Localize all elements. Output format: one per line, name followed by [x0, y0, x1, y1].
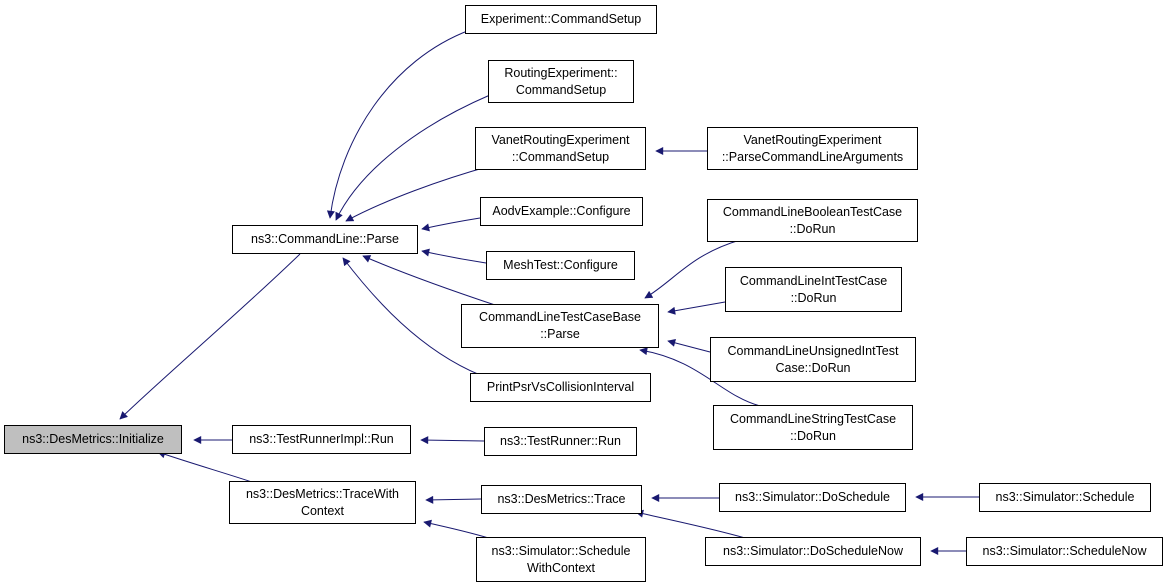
- node-label-line: CommandLineUnsignedIntTest: [727, 343, 899, 358]
- node-label-line: CommandSetup: [515, 82, 607, 97]
- node-simulator-schedulenow[interactable]: ns3::Simulator::ScheduleNow: [966, 537, 1163, 566]
- edge-clBoolTest-to-clTestCaseBaseParse: [644, 239, 741, 299]
- edge-printPsr-to-clParse: [342, 257, 481, 376]
- node-aodv-configure[interactable]: AodvExample::Configure: [480, 197, 643, 226]
- node-label-line: ::ParseCommandLineArguments: [721, 149, 904, 164]
- node-label-line: Experiment::CommandSetup: [480, 12, 642, 26]
- edge-traceWithContext-to-initialize: [157, 450, 256, 484]
- node-stringtestcase-dorun[interactable]: CommandLineStringTestCase::DoRun: [713, 405, 913, 450]
- node-label-line: ns3::Simulator::Schedule: [491, 543, 631, 558]
- node-routingexperiment-commandsetup[interactable]: RoutingExperiment::CommandSetup: [488, 60, 634, 103]
- node-testrunnerimpl-run[interactable]: ns3::TestRunnerImpl::Run: [232, 425, 411, 454]
- edge-meshConfigure-to-clParse: [421, 248, 487, 264]
- node-label-line: ::Parse: [540, 327, 580, 341]
- edge-testRunnerRun-to-testRunnerImplRun: [420, 436, 485, 445]
- node-vanet-parsecommandlinearguments[interactable]: VanetRoutingExperiment::ParseCommandLine…: [707, 127, 918, 170]
- node-commandlinetestcasebase-parse[interactable]: CommandLineTestCaseBase::Parse: [461, 304, 659, 348]
- node-label-line: ns3::Simulator::DoSchedule: [735, 490, 890, 504]
- node-label-line: ::CommandSetup: [511, 149, 610, 164]
- node-commandline-parse[interactable]: ns3::CommandLine::Parse: [232, 225, 418, 254]
- edge-clTestCaseBaseParse-to-clParse: [362, 255, 496, 306]
- edge-clUnsignedTest-to-clTestCaseBaseParse: [667, 338, 711, 353]
- node-label-line: WithContext: [526, 560, 596, 575]
- node-label-line: Case::DoRun: [775, 360, 851, 375]
- node-label-line: CommandLineBooleanTestCase: [722, 204, 903, 219]
- node-label-line: PrintPsrVsCollisionInterval: [486, 380, 635, 394]
- node-label-line: Context: [300, 503, 345, 518]
- node-label-line: ::DoRun: [789, 221, 836, 236]
- edge-clParse-to-initialize: [119, 253, 301, 420]
- node-label-line: CommandLineStringTestCase: [729, 411, 897, 426]
- edge-aodvConfigure-to-clParse: [421, 217, 481, 232]
- node-label-line: ns3::TestRunner::Run: [500, 434, 621, 448]
- edge-routingExp-to-clParse: [335, 94, 491, 221]
- node-label-line: ns3::DesMetrics::TraceWith: [245, 486, 400, 501]
- node-label-line: ::DoRun: [790, 428, 836, 443]
- node-label-line: ns3::CommandLine::Parse: [251, 232, 399, 246]
- node-desmetrics-trace[interactable]: ns3::DesMetrics::Trace: [481, 485, 642, 514]
- node-testrunner-run[interactable]: ns3::TestRunner::Run: [484, 427, 637, 456]
- node-label-line: VanetRoutingExperiment: [491, 132, 630, 147]
- node-experiment-commandsetup[interactable]: Experiment::CommandSetup: [465, 5, 657, 34]
- edge-doScheduleNow-to-desTrace: [635, 509, 746, 539]
- node-label-line: MeshTest::Configure: [503, 258, 618, 272]
- node-label-line: AodvExample::Configure: [492, 204, 631, 218]
- edge-expCmdSetup-to-clParse: [326, 29, 471, 219]
- node-label-line: CommandLineIntTestCase: [739, 273, 888, 288]
- node-label-line: ns3::DesMetrics::Trace: [497, 492, 626, 506]
- node-label-line: ns3::TestRunnerImpl::Run: [249, 432, 394, 446]
- edge-vanetCmdSetup-to-clParse: [345, 165, 491, 222]
- node-label-line: RoutingExperiment::: [504, 65, 618, 80]
- edge-clIntTest-to-clTestCaseBaseParse: [667, 301, 726, 315]
- edge-clStringTest-to-clTestCaseBaseParse: [639, 347, 761, 407]
- node-label-line: ns3::Simulator::Schedule: [995, 490, 1135, 504]
- node-label-line: VanetRoutingExperiment: [743, 132, 882, 147]
- node-simulator-doschedule[interactable]: ns3::Simulator::DoSchedule: [719, 483, 906, 512]
- node-label-line: CommandLineTestCaseBase: [479, 310, 641, 324]
- node-inttestcase-dorun[interactable]: CommandLineIntTestCase::DoRun: [725, 267, 902, 312]
- node-label-line: ns3::Simulator::ScheduleNow: [982, 544, 1147, 558]
- node-printpsr[interactable]: PrintPsrVsCollisionInterval: [470, 373, 651, 402]
- node-booleantestcase-dorun[interactable]: CommandLineBooleanTestCase::DoRun: [707, 199, 918, 242]
- node-simulator-schedule[interactable]: ns3::Simulator::Schedule: [979, 483, 1151, 512]
- node-label-line: ns3::DesMetrics::Initialize: [22, 432, 164, 446]
- node-label-line: ns3::Simulator::DoScheduleNow: [723, 544, 903, 558]
- node-mesh-configure[interactable]: MeshTest::Configure: [486, 251, 635, 280]
- edge-desTrace-to-traceWithContext: [425, 495, 482, 504]
- node-label-line: ::DoRun: [790, 290, 837, 305]
- node-vanet-commandsetup[interactable]: VanetRoutingExperiment::CommandSetup: [475, 127, 646, 170]
- node-initialize: ns3::DesMetrics::Initialize: [4, 425, 182, 454]
- node-simulator-doschedulenow[interactable]: ns3::Simulator::DoScheduleNow: [705, 537, 921, 566]
